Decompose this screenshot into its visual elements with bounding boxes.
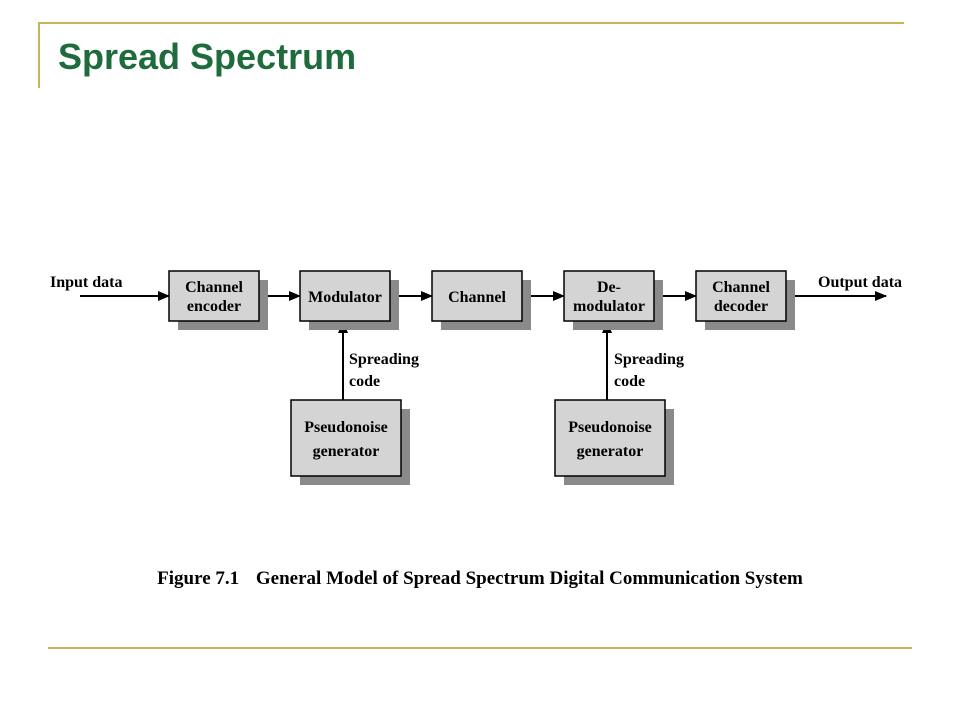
spreading-code-label-tx: code [349, 373, 380, 390]
block-label: Modulator [308, 289, 382, 306]
block-label: Channel [712, 279, 770, 296]
input-data-label: Input data [50, 274, 122, 291]
block-label: decoder [714, 298, 768, 315]
block-channel-decoder: Channel decoder [695, 270, 795, 330]
block-label: encoder [187, 298, 241, 315]
block-label: Channel [448, 289, 506, 306]
block-label: De- [597, 279, 621, 296]
left-accent-bar [38, 22, 40, 88]
figure-number: Figure 7.1 [157, 568, 240, 589]
spreading-code-label-rx: Spreading [614, 351, 684, 368]
top-divider [38, 22, 904, 24]
block-channel-encoder: Channel encoder [168, 270, 268, 330]
figure-caption-text: General Model of Spread Spectrum Digital… [255, 568, 803, 589]
figure-caption: Figure 7.1 General Model of Spread Spect… [0, 568, 960, 590]
bottom-divider [48, 647, 912, 649]
block-label: generator [313, 443, 380, 460]
block-modulator: Modulator [299, 270, 399, 330]
spreading-code-label-rx: code [614, 373, 645, 390]
connectors [80, 291, 887, 400]
spreading-code-label-tx: Spreading [349, 351, 419, 368]
block-label: Pseudonoise [568, 419, 652, 436]
block-channel: Channel [431, 270, 531, 330]
block-label: Pseudonoise [304, 419, 388, 436]
page-title: Spread Spectrum [58, 36, 357, 77]
block-pseudonoise-generator-tx: Pseudonoise generator [290, 399, 410, 485]
block-label: Channel [185, 279, 243, 296]
block-demodulator: De- modulator [563, 270, 663, 330]
output-data-label: Output data [818, 274, 902, 291]
block-label: modulator [573, 298, 645, 315]
block-pseudonoise-generator-rx: Pseudonoise generator [554, 399, 674, 485]
block-label: generator [577, 443, 644, 460]
